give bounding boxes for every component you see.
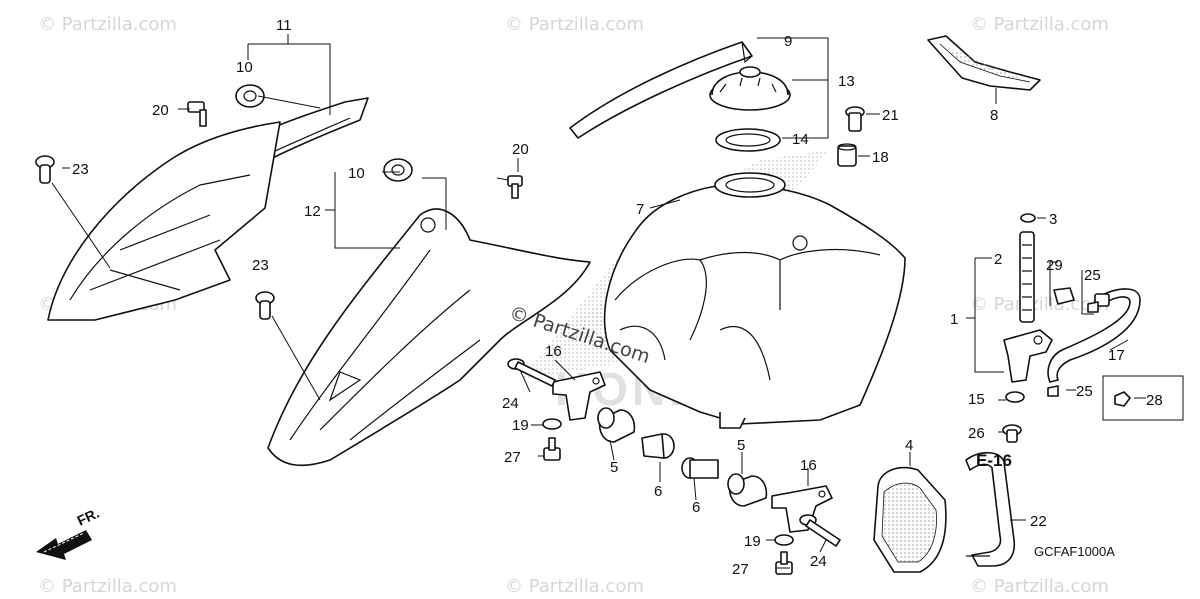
part-25-hose-clip-lower — [1047, 385, 1059, 397]
part-19-washer-lower — [774, 534, 794, 546]
callout-7: 7 — [636, 201, 644, 218]
callout-20-right: 20 — [512, 141, 529, 158]
leader-lines — [51, 34, 1146, 569]
part-28-clip — [1114, 391, 1131, 407]
watermark-text: © Partzilla.com — [970, 576, 1109, 597]
callout-5-upper: 5 — [610, 459, 618, 476]
part-10-grommet-upper — [235, 84, 265, 108]
part-6-collar-upper — [641, 433, 675, 459]
part-5-rubber-mount-lower — [727, 473, 768, 507]
callout-10-upper: 10 — [236, 59, 253, 76]
part-3-washer — [1020, 213, 1036, 223]
part-9-breather-hose — [569, 41, 753, 139]
callout-8: 8 — [990, 107, 998, 124]
front-direction-label: FR. — [75, 505, 102, 529]
callout-16-lower: 16 — [800, 457, 817, 474]
callout-21: 21 — [882, 107, 899, 124]
part-6-collar-lower — [681, 457, 719, 479]
callout-1: 1 — [950, 311, 958, 328]
part-19-washer-upper — [542, 418, 562, 430]
watermark-text: © Partzilla.com — [970, 14, 1109, 35]
callout-18: 18 — [872, 149, 889, 166]
callout-26: 26 — [968, 425, 985, 442]
callout-24-lower: 24 — [810, 553, 827, 570]
part-14-gasket — [715, 128, 781, 152]
part-13-fuel-cap — [709, 66, 791, 111]
callout-11: 11 — [276, 17, 292, 34]
callout-12: 12 — [304, 203, 321, 220]
part-27-bolt-lower — [775, 551, 793, 575]
callout-25-lower: 25 — [1076, 383, 1093, 400]
part-16-bracket-upper — [552, 371, 606, 421]
part-27-bolt-upper — [543, 437, 561, 461]
watermark-text: © Partzilla.com — [505, 14, 644, 35]
callout-14: 14 — [792, 131, 809, 148]
callout-19-lower: 19 — [744, 533, 761, 550]
callout-27-upper: 27 — [504, 449, 521, 466]
part-18-collar — [837, 143, 857, 167]
callout-16-upper: 16 — [545, 343, 562, 360]
watermark-text: © Partzilla.com — [38, 14, 177, 35]
callout-2: 2 — [994, 251, 1002, 268]
part-25-hose-clip-upper — [1087, 301, 1099, 313]
callout-22: 22 — [1030, 513, 1047, 530]
part-29-clip — [1053, 287, 1075, 305]
callout-27-lower: 27 — [732, 561, 749, 578]
callout-23-lower: 23 — [252, 257, 269, 274]
callout-9: 9 — [784, 33, 792, 50]
callout-28: 28 — [1146, 392, 1163, 409]
part-23-clip-upper — [35, 155, 55, 184]
callout-6-lower: 6 — [692, 499, 700, 516]
callout-10-lower: 10 — [348, 165, 365, 182]
callout-24-upper: 24 — [502, 395, 519, 412]
callout-23-upper: 23 — [72, 161, 89, 178]
callout-19-upper: 19 — [512, 417, 529, 434]
callout-29: 29 — [1046, 257, 1063, 274]
callout-20-left: 20 — [152, 102, 169, 119]
part-1-fuel-valve — [1003, 329, 1053, 383]
part-20-bolt-right — [507, 175, 523, 199]
part-5-rubber-mount-upper — [597, 407, 636, 443]
part-15-o-ring — [1005, 391, 1025, 403]
front-direction-arrow — [36, 530, 92, 560]
reference-e16: E-16 — [976, 451, 1012, 470]
diagram-code: GCFAF1000A — [1034, 544, 1115, 559]
part-28-detail-box — [1102, 375, 1184, 421]
callout-6-upper: 6 — [654, 483, 662, 500]
part-8-bracket — [927, 35, 1041, 91]
part-24-bolt-upper — [507, 358, 556, 387]
part-12-right-shroud — [267, 208, 591, 467]
part-26-bolt — [1002, 424, 1022, 443]
watermark-text: © Partzilla.com — [38, 576, 177, 597]
part-21-bolt — [845, 106, 865, 132]
watermark-text: © Partzilla.com — [505, 576, 644, 597]
part-23-clip-lower — [255, 291, 275, 320]
callout-15: 15 — [968, 391, 985, 408]
callout-labels: 11 10 20 23 10 12 20 23 9 13 21 14 18 7 … — [72, 17, 1163, 578]
part-24-bolt-lower — [799, 514, 841, 547]
callout-25-upper: 25 — [1084, 267, 1101, 284]
part-2-fuel-strainer — [1019, 231, 1035, 323]
part-22-band — [965, 451, 1016, 567]
left-shroud — [47, 121, 281, 321]
part-7-fuel-tank — [603, 172, 906, 429]
part-10-grommet-lower — [383, 158, 413, 182]
callout-17: 17 — [1108, 347, 1125, 364]
callout-3: 3 — [1049, 211, 1057, 228]
part-16-bracket-lower — [771, 485, 833, 533]
part-4-tank-rubber — [873, 466, 947, 573]
part-20-bolt-left — [187, 101, 207, 127]
callout-13: 13 — [838, 73, 855, 90]
callout-4: 4 — [905, 437, 913, 454]
callout-5-lower: 5 — [737, 437, 745, 454]
